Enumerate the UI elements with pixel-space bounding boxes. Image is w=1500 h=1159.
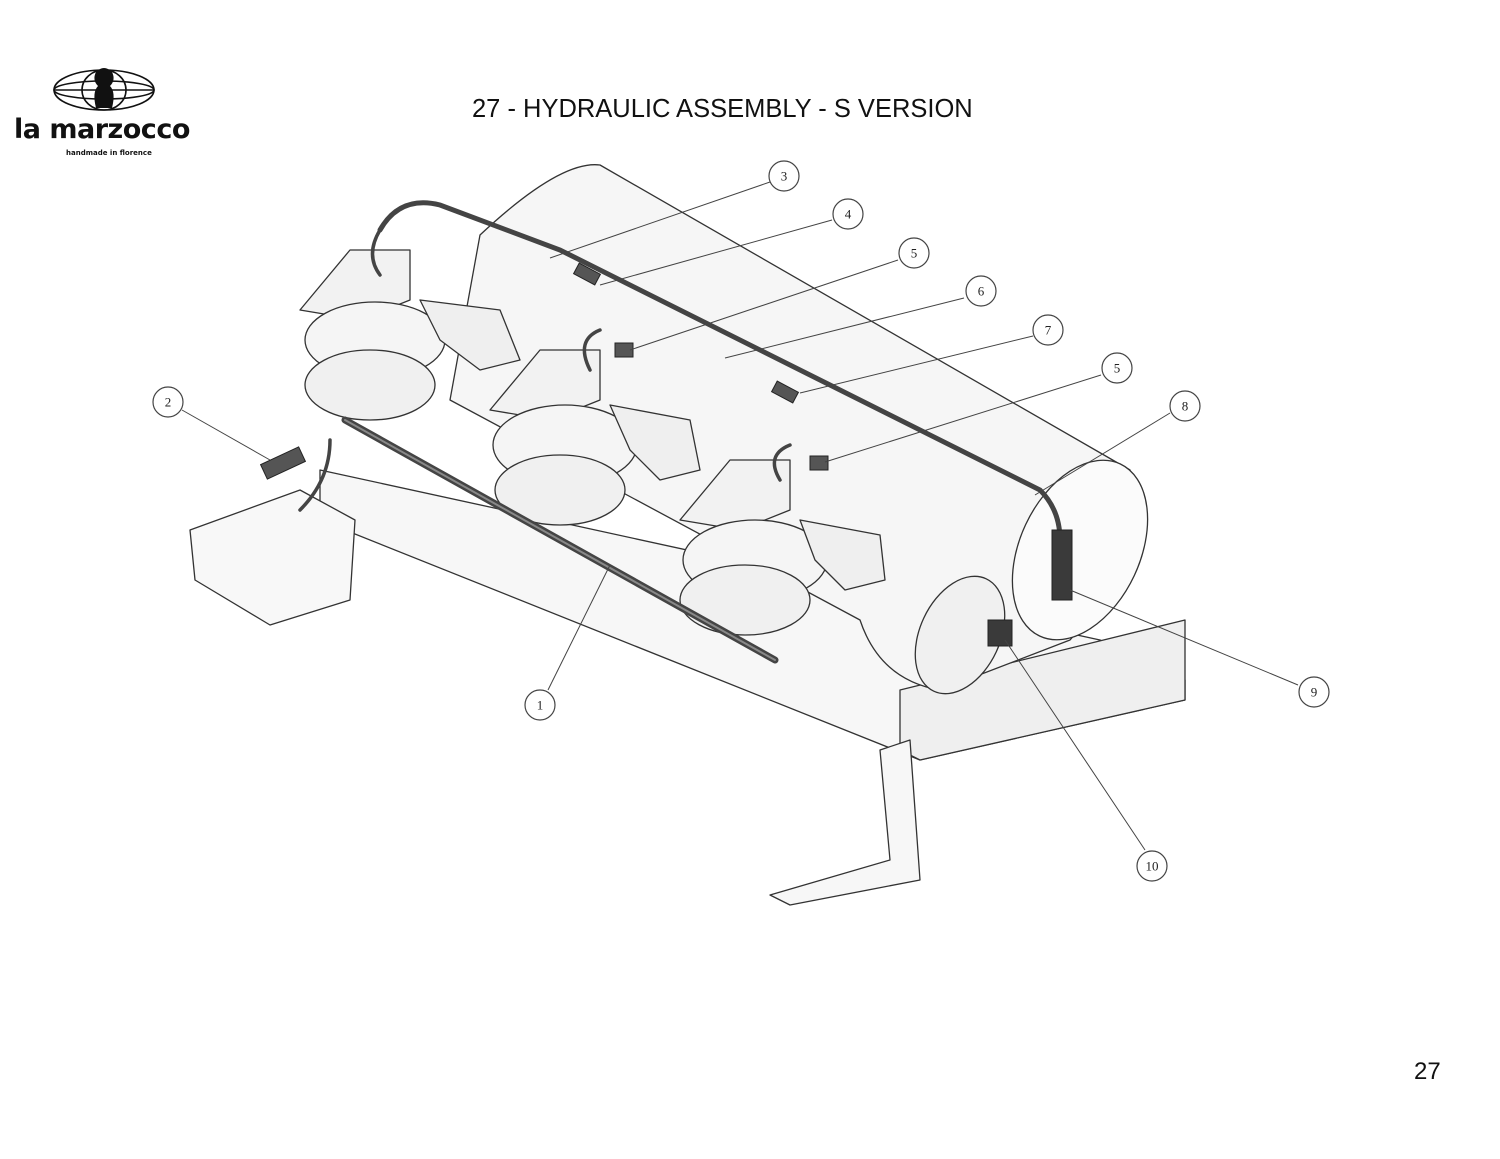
callout-6-label: 6	[978, 284, 985, 299]
boiler-end-plate	[1011, 459, 1149, 641]
callout-8-label: 8	[1182, 399, 1189, 414]
group-left	[299, 249, 521, 421]
leader-5b	[824, 374, 1102, 463]
fitting-10	[987, 619, 1013, 647]
callout-1-label: 1	[537, 698, 544, 713]
fitting-5a	[614, 342, 634, 358]
leader-3	[549, 181, 771, 259]
callout-5b-circle	[1101, 352, 1133, 384]
callout-3-label: 3	[781, 169, 788, 184]
leader-6	[724, 297, 965, 359]
callout-2-circle	[152, 386, 184, 418]
leader-7	[799, 335, 1034, 394]
chassis-bracket	[899, 619, 1186, 761]
callout-5a-circle	[898, 237, 930, 269]
leader-2	[181, 409, 271, 461]
page-title: 27 - HYDRAULIC ASSEMBLY - S VERSION	[472, 95, 973, 123]
group-feed-middle	[582, 328, 602, 372]
group-middle	[489, 349, 701, 526]
callout-10-label: 10	[1146, 859, 1159, 874]
callout-8-circle	[1169, 390, 1201, 422]
group-feed-right	[772, 443, 792, 482]
manifold-pipe-highlight	[344, 419, 776, 661]
leader-5a	[629, 259, 899, 351]
fitting-9	[1051, 529, 1073, 601]
callout-7-label: 7	[1045, 323, 1052, 338]
fitting-5b	[809, 455, 829, 471]
callout-9-circle	[1298, 676, 1330, 708]
top-water-pipe	[377, 200, 1063, 543]
leader-4	[599, 219, 833, 286]
leader-1	[547, 564, 611, 691]
brand-tagline: handmade in florence	[66, 149, 152, 157]
callout-4-circle	[832, 198, 864, 230]
callout-5b-label: 5	[1114, 361, 1121, 376]
fitting-7	[770, 380, 800, 404]
fitting-2	[259, 446, 307, 480]
callout-9-label: 9	[1311, 685, 1318, 700]
group-right	[679, 459, 886, 636]
inlet-pipe-left	[298, 438, 332, 512]
drip-tray	[189, 489, 356, 626]
callout-1-circle	[524, 689, 556, 721]
callout-3-circle	[768, 160, 800, 192]
boiler-front-cap	[914, 575, 1006, 695]
callout-6-circle	[965, 275, 997, 307]
callout-4-label: 4	[845, 207, 852, 222]
fitting-4	[572, 262, 602, 286]
leader-9	[1069, 589, 1299, 686]
callout-10-circle	[1136, 850, 1168, 882]
callout-7-circle	[1032, 314, 1064, 346]
chassis-foot	[769, 739, 921, 906]
brand-name: la marzocco	[14, 114, 190, 145]
la-marzocco-logo-icon	[53, 68, 155, 111]
leader-8	[1034, 412, 1171, 496]
page-number: 27	[1414, 1058, 1441, 1085]
callout-5a-label: 5	[911, 246, 918, 261]
leader-10	[1004, 639, 1146, 851]
callout-2-label: 2	[165, 395, 172, 410]
group-feed-left	[370, 228, 382, 277]
